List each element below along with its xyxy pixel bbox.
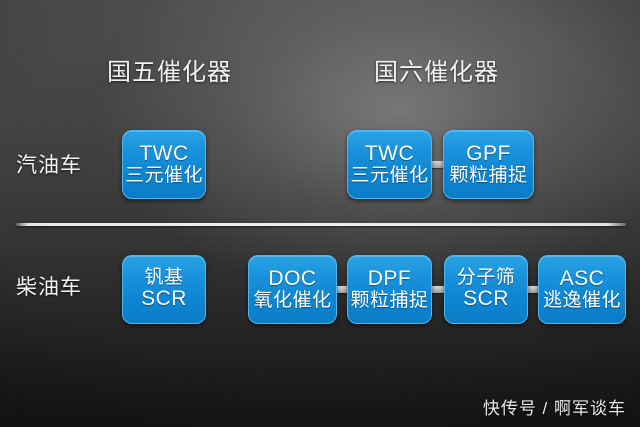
node-diesel-guo6-doc[interactable]: DOC 氧化催化 [248, 255, 337, 324]
node-title: 分子筛 [456, 266, 516, 288]
node-subtitle: SCR [141, 287, 187, 311]
column-header-guo6: 国六催化器 [374, 59, 499, 86]
row-divider-line [16, 223, 626, 226]
node-diesel-guo6-dpf[interactable]: DPF 颗粒捕捉 [347, 255, 432, 324]
node-gasoline-guo6-gpf[interactable]: GPF 颗粒捕捉 [443, 130, 534, 199]
node-diesel-guo6-zeolite-scr[interactable]: 分子筛 SCR [444, 255, 528, 324]
node-title: DOC [268, 266, 317, 290]
node-subtitle: 三元催化 [124, 164, 203, 186]
node-subtitle: SCR [463, 287, 509, 311]
column-header-guo5: 国五催化器 [107, 59, 232, 86]
node-subtitle: 氧化催化 [253, 289, 332, 311]
node-diesel-guo6-asc[interactable]: ASC 逃逸催化 [538, 255, 626, 324]
node-title: DPF [367, 266, 412, 290]
row-label-diesel-vehicle: 柴油车 [16, 276, 82, 299]
node-diesel-guo5-vanadium-scr[interactable]: 钒基 SCR [122, 255, 206, 324]
node-title: ASC [559, 266, 605, 290]
node-title: GPF [466, 141, 511, 165]
node-title: TWC [364, 141, 415, 165]
node-title: 钒基 [144, 266, 184, 288]
row-label-gasoline-vehicle: 汽油车 [16, 154, 82, 177]
node-title: TWC [139, 141, 189, 165]
node-subtitle: 逃逸催化 [542, 289, 621, 311]
node-gasoline-guo6-twc[interactable]: TWC 三元催化 [347, 130, 432, 199]
node-subtitle: 颗粒捕捉 [449, 164, 528, 186]
watermark-text: 快传号 / 啊军谈车 [482, 399, 626, 418]
node-subtitle: 三元催化 [350, 164, 429, 186]
node-gasoline-guo5-twc[interactable]: TWC 三元催化 [122, 130, 206, 199]
node-subtitle: 颗粒捕捉 [350, 289, 429, 311]
